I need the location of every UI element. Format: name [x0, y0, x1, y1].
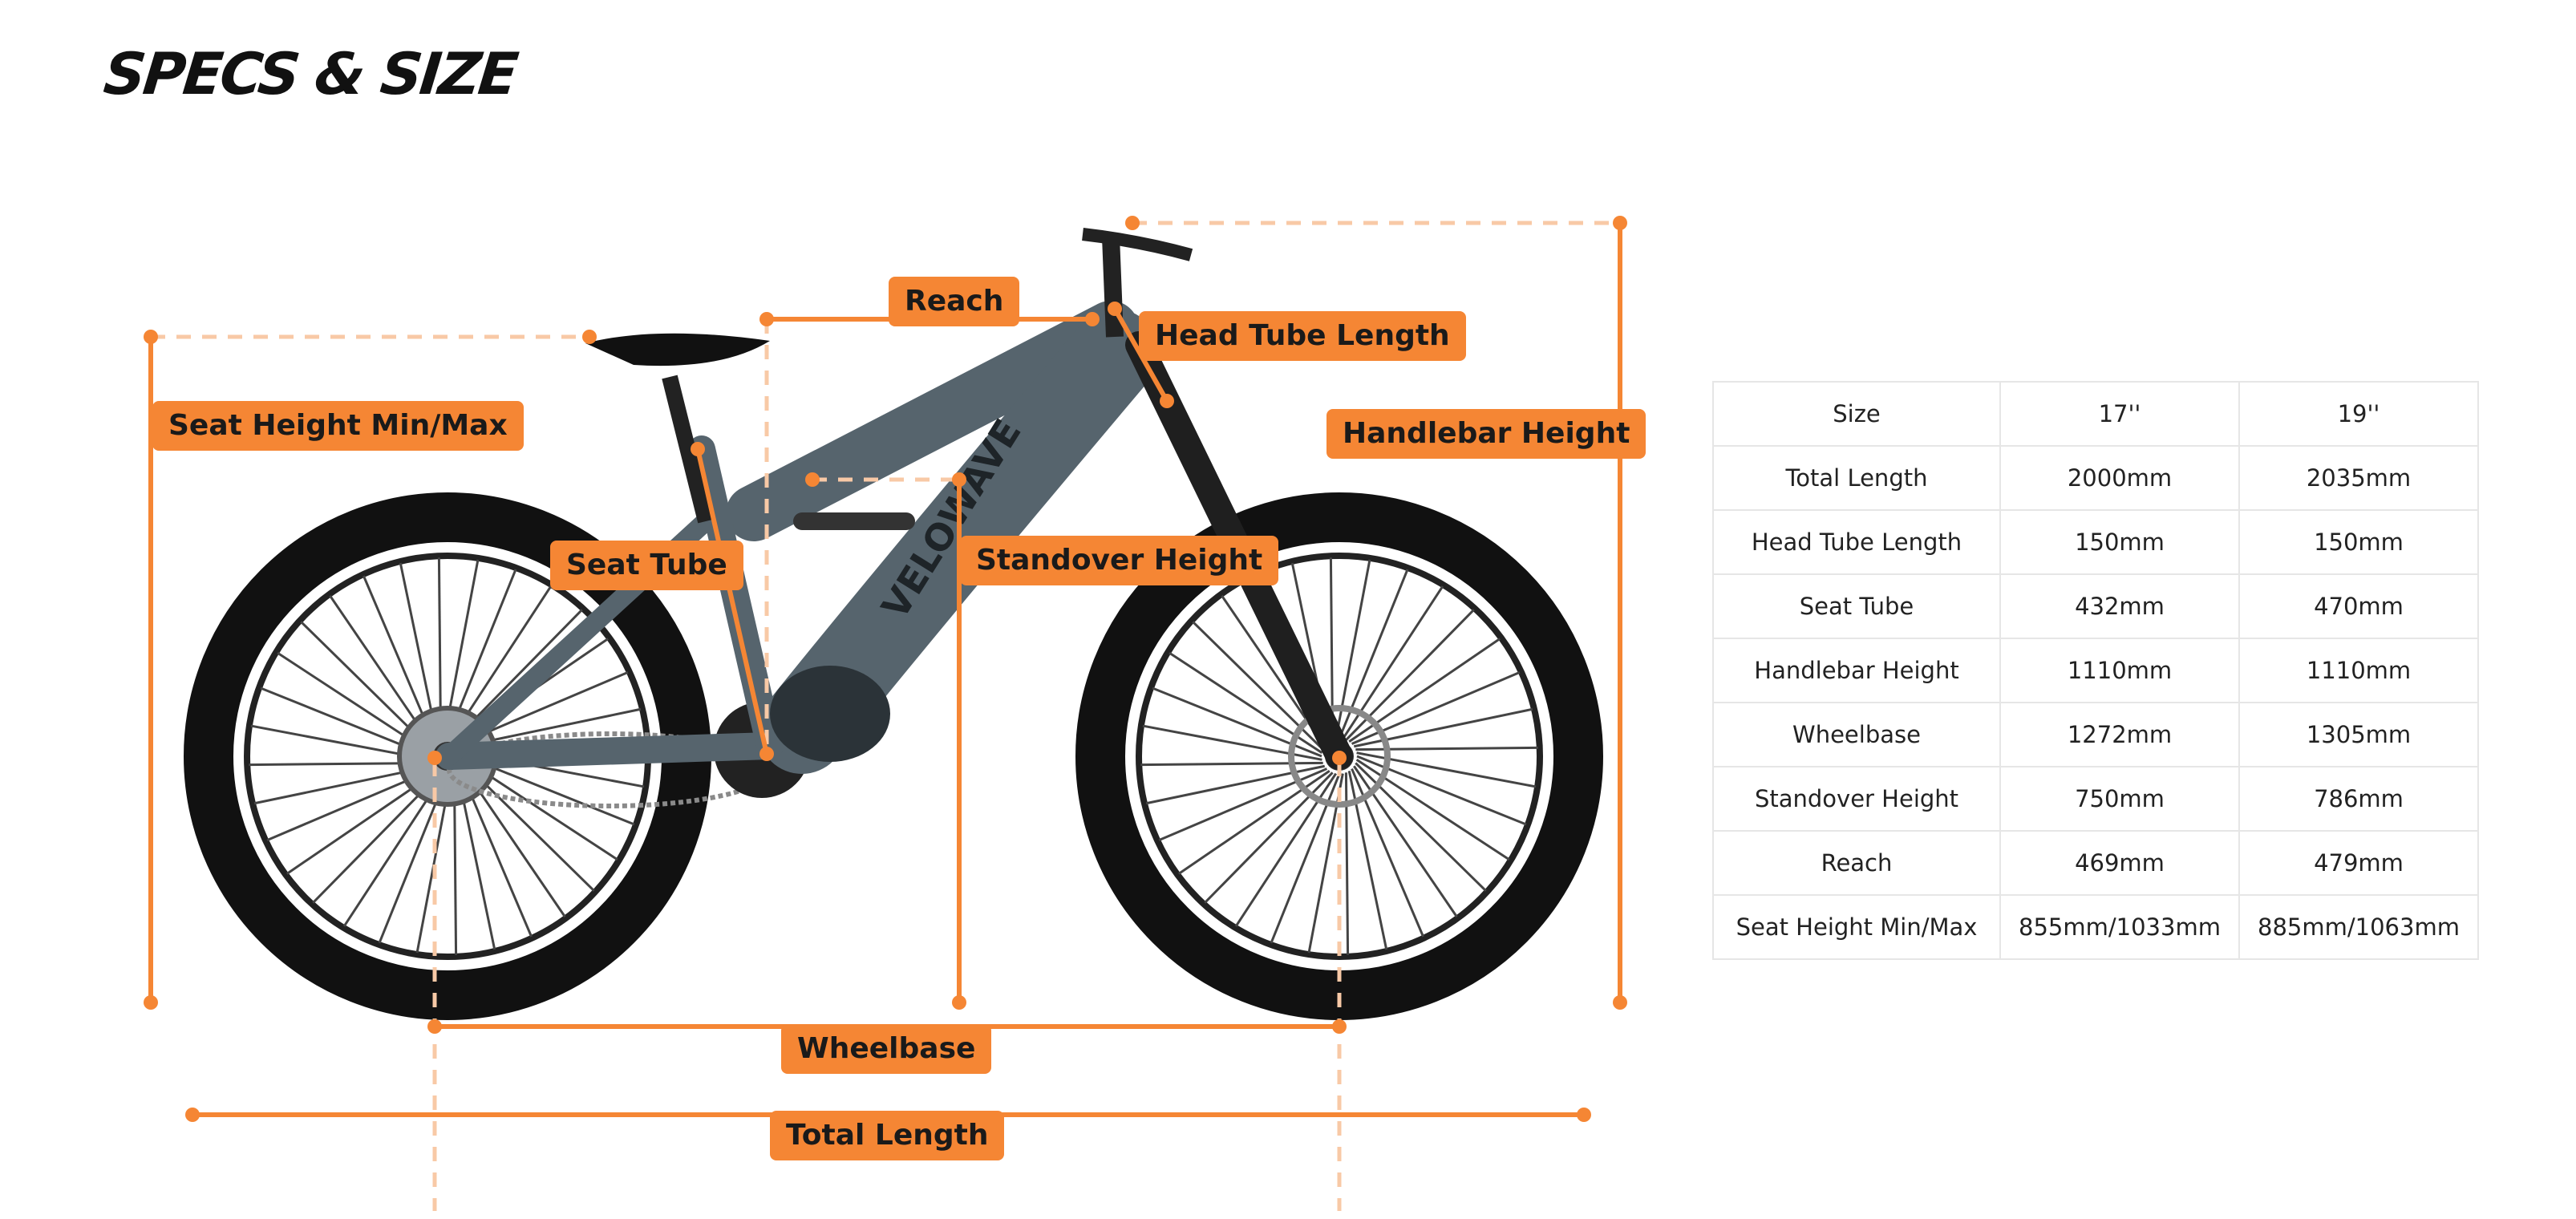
table-cell: Total Length [1712, 445, 2001, 511]
table-cell: Wheelbase [1712, 702, 2001, 767]
table-cell: 750mm [1999, 766, 2240, 832]
table-cell: 1272mm [1999, 702, 2240, 767]
table-cell: 150mm [1999, 509, 2240, 575]
table-cell: Handlebar Height [1712, 638, 2001, 703]
table-cell: Seat Height Min/Max [1712, 894, 2001, 960]
table-cell: 469mm [1999, 830, 2240, 896]
table-cell: 855mm/1033mm [1999, 894, 2240, 960]
table-cell: Reach [1712, 830, 2001, 896]
table-header-cell: 17'' [1999, 381, 2240, 447]
table-cell: 432mm [1999, 573, 2240, 639]
table-cell: Standover Height [1712, 766, 2001, 832]
table-cell: Seat Tube [1712, 573, 2001, 639]
seat-tube-line [695, 448, 769, 755]
table-cell: Head Tube Length [1712, 509, 2001, 575]
table-cell: 1110mm [1999, 638, 2240, 703]
table-cell: 470mm [2238, 573, 2479, 639]
label-wheelbase: Wheelbase [781, 1024, 992, 1074]
label-head-tube-length: Head Tube Length [1139, 311, 1466, 361]
table-header-cell: 19'' [2238, 381, 2479, 447]
label-seat-height: Seat Height Min/Max [152, 401, 524, 451]
table-cell: 786mm [2238, 766, 2479, 832]
table-cell: 2000mm [1999, 445, 2240, 511]
label-reach: Reach [889, 277, 1020, 326]
table-cell: 1110mm [2238, 638, 2479, 703]
table-header-cell: Size [1712, 381, 2001, 447]
label-seat-tube: Seat Tube [550, 541, 743, 590]
table-header-row: Size 17'' 19'' [1712, 381, 2479, 447]
table-cell: 2035mm [2238, 445, 2479, 511]
table-cell: 1305mm [2238, 702, 2479, 767]
label-standover-height: Standover Height [960, 536, 1279, 585]
table-cell: 479mm [2238, 830, 2479, 896]
label-handlebar-height: Handlebar Height [1326, 409, 1646, 459]
table-cell: 150mm [2238, 509, 2479, 575]
table-cell: 885mm/1063mm [2238, 894, 2479, 960]
label-total-length: Total Length [770, 1111, 1005, 1160]
